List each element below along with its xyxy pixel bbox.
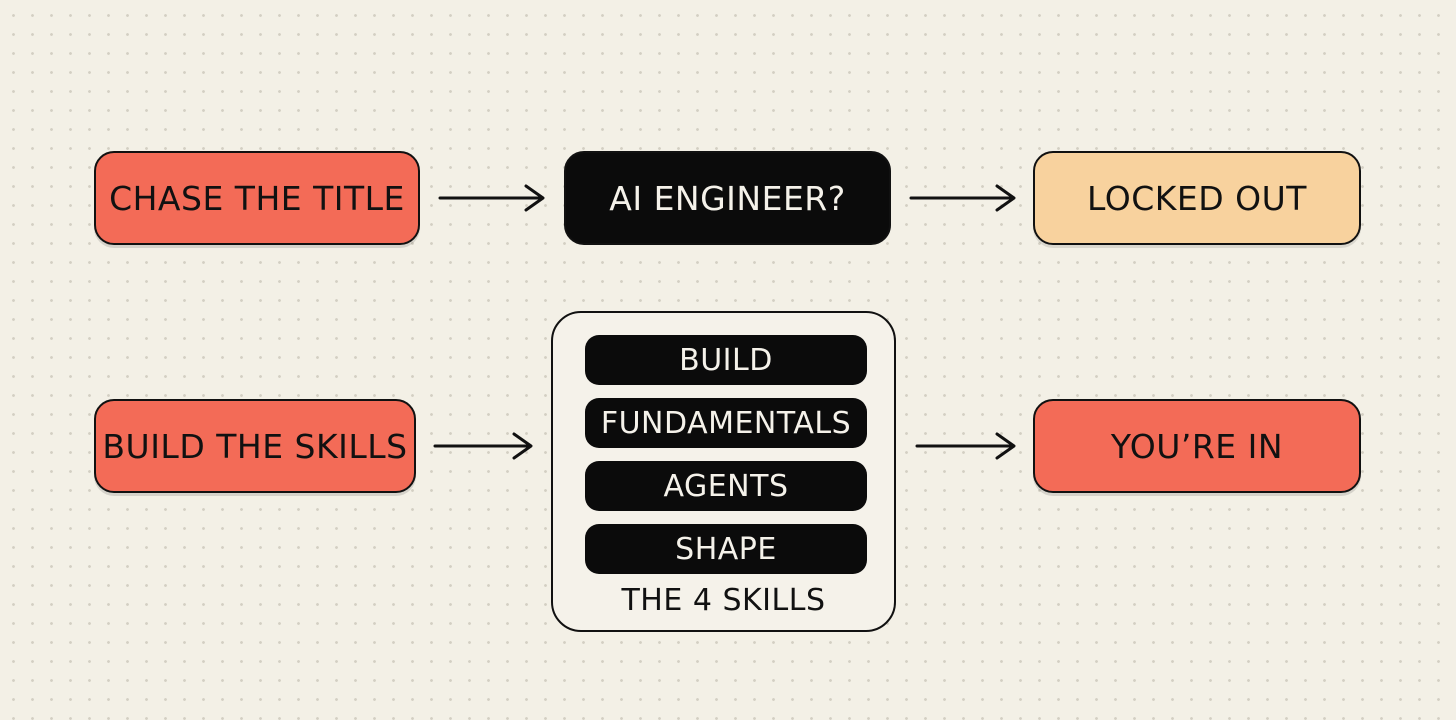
arrow-build-to-skills bbox=[433, 432, 533, 460]
build-the-skills-box: BUILD THE SKILLS bbox=[94, 399, 416, 493]
locked-out-label: LOCKED OUT bbox=[1087, 178, 1307, 218]
youre-in-label: YOU’RE IN bbox=[1110, 426, 1284, 466]
chase-the-title-label: CHASE THE TITLE bbox=[109, 178, 405, 218]
skill-label: FUNDAMENTALS bbox=[600, 405, 852, 441]
skill-pill-build: BUILD bbox=[585, 335, 867, 385]
arrow-skills-to-youin bbox=[915, 432, 1016, 460]
build-the-skills-label: BUILD THE SKILLS bbox=[102, 426, 408, 466]
skill-label: AGENTS bbox=[663, 468, 789, 504]
skill-label: BUILD bbox=[679, 342, 773, 378]
skills-caption: THE 4 SKILLS bbox=[621, 583, 826, 618]
skill-pill-fundamentals: FUNDAMENTALS bbox=[585, 398, 867, 448]
arrow-ai-to-locked bbox=[909, 184, 1016, 212]
ai-engineer-label: AI ENGINEER? bbox=[609, 178, 846, 218]
four-skills-container: BUILD FUNDAMENTALS AGENTS SHAPE THE 4 SK… bbox=[551, 311, 896, 632]
skill-pill-shape: SHAPE bbox=[585, 524, 867, 574]
skill-pill-agents: AGENTS bbox=[585, 461, 867, 511]
skill-label: SHAPE bbox=[675, 531, 777, 567]
chase-the-title-box: CHASE THE TITLE bbox=[94, 151, 420, 245]
locked-out-box: LOCKED OUT bbox=[1033, 151, 1361, 245]
ai-engineer-box: AI ENGINEER? bbox=[564, 151, 891, 245]
youre-in-box: YOU’RE IN bbox=[1033, 399, 1361, 493]
arrow-chase-to-ai bbox=[438, 184, 545, 212]
